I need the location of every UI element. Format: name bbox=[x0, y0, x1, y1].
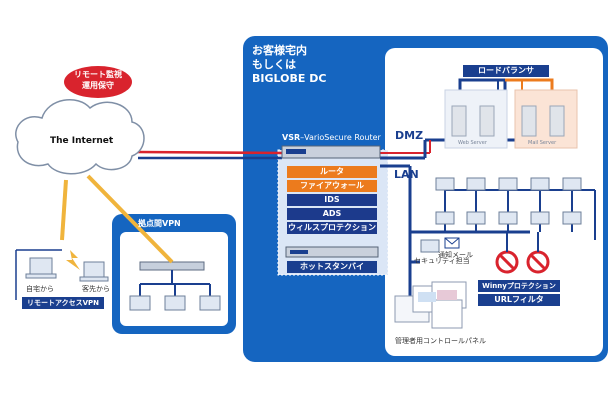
web-server-box bbox=[451, 105, 467, 137]
control-panel-screens bbox=[394, 281, 467, 329]
branch-pc-icon bbox=[129, 295, 221, 311]
dc-title-line1: お客様宅内 bbox=[252, 44, 307, 57]
standby-router-icon bbox=[285, 246, 379, 258]
vpn-tunnel-remote bbox=[60, 179, 68, 241]
vsr-router-icon bbox=[281, 145, 381, 159]
url-filter-label: URLフィルタ bbox=[478, 294, 560, 306]
mail-server-label: Mail Server bbox=[528, 140, 557, 146]
dc-title: お客様宅内 もしくは BIGLOBE DC bbox=[252, 44, 326, 86]
dc-title-line2: もしくは bbox=[252, 58, 296, 71]
lan-pc-icon bbox=[435, 177, 582, 225]
admin-control-panel-label: 管理者用コントロールパネル bbox=[395, 337, 486, 345]
from-customer-label: 客先から bbox=[82, 285, 110, 293]
remote-monitoring-line1: リモート監視 bbox=[74, 70, 122, 79]
branch-router-icon bbox=[139, 261, 205, 271]
branch-vpn-inner bbox=[120, 232, 228, 326]
load-balancer-label: ロードバランサ bbox=[462, 64, 550, 78]
internet-label: The Internet bbox=[50, 136, 114, 146]
function-ads: ADS bbox=[287, 208, 377, 220]
remote-access-vpn-label: リモートアクセスVPN bbox=[22, 297, 104, 309]
router-name: VSR bbox=[282, 133, 301, 142]
internet-cloud bbox=[15, 99, 145, 175]
notify-mail-label: 通知メール bbox=[438, 251, 473, 259]
function-ids: IDS bbox=[287, 194, 377, 206]
function-firewall: ファイアウォール bbox=[287, 180, 377, 192]
internet-red-line bbox=[137, 150, 283, 155]
function-virus-protection: ウィルスプロテクション bbox=[287, 222, 377, 234]
from-home-label: 自宅から bbox=[26, 285, 54, 293]
remote-monitoring-badge bbox=[64, 66, 132, 98]
dmz-label: DMZ bbox=[395, 129, 424, 142]
dc-title-line3: BIGLOBE DC bbox=[252, 72, 327, 85]
prohibit-icon bbox=[495, 250, 550, 274]
lan-label: LAN bbox=[394, 168, 419, 181]
laptop-icon bbox=[25, 257, 109, 282]
router-title: VSR–VarioSecure Router bbox=[282, 133, 381, 142]
security-officer-label: セキュリティ担当 bbox=[414, 257, 470, 265]
winny-protection-label: Winnyプロテクション bbox=[478, 280, 560, 292]
web-server-label: Web Server bbox=[458, 140, 487, 146]
remote-monitoring-label: リモート監視 運用保守 bbox=[66, 69, 130, 91]
router-subtitle: –VarioSecure Router bbox=[300, 133, 381, 142]
remote-monitoring-line2: 運用保守 bbox=[82, 81, 114, 90]
security-pc-icon bbox=[420, 239, 440, 253]
function-stack: ルータ ファイアウォール IDS ADS ウィルスプロテクション bbox=[287, 166, 377, 234]
web-server-box bbox=[479, 105, 495, 137]
branch-vpn-label: 拠点間VPN bbox=[138, 219, 181, 228]
lightning-icon bbox=[66, 250, 80, 270]
mail-server-box bbox=[549, 105, 565, 137]
mail-icon bbox=[444, 237, 460, 249]
hot-standby-label: ホットスタンバイ bbox=[287, 261, 377, 273]
mail-server-box bbox=[521, 105, 537, 137]
vpn-tunnel-branch bbox=[86, 174, 174, 264]
function-router: ルータ bbox=[287, 166, 377, 178]
